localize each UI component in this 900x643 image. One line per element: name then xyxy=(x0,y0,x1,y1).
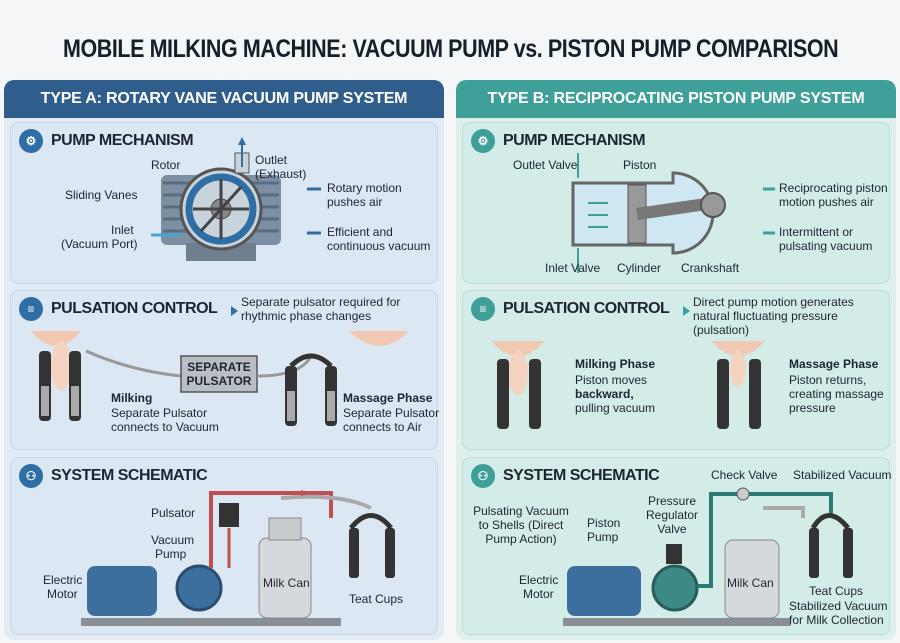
electric-motor-label-2: Motor xyxy=(47,587,78,601)
inlet-valve-label: Inlet Valve xyxy=(545,261,601,275)
pulsation-note-1: Separate pulsator required for xyxy=(241,295,401,309)
type-b-header: TYPE B: RECIPROCATING PISTON PUMP SYSTEM xyxy=(456,80,896,118)
milking-phase-label: Milking Phase xyxy=(575,357,656,371)
note-efficient-2: continuous vacuum xyxy=(327,239,431,253)
note-recip-1: Reciprocating piston xyxy=(779,181,888,195)
a-pulsation-section: ≡ PULSATION CONTROL Separate pulsator req… xyxy=(10,290,440,450)
electric-motor-label-1: Electric xyxy=(519,573,559,587)
b-pump-mechanism-section: ⚙ PUMP MECHANISM Outlet Valve Piston Inle… xyxy=(462,122,890,284)
phase-illustration xyxy=(491,306,765,429)
schematic-icon: ⚇ xyxy=(19,464,43,488)
cylinder-label: Cylinder xyxy=(617,261,662,275)
milking-desc-1: Separate Pulsator xyxy=(111,406,208,420)
piston-pump-illustration xyxy=(571,153,775,273)
note-rotary-1: Rotary motion xyxy=(327,181,402,195)
pulsator-box-label-2: PULSATOR xyxy=(186,374,252,388)
massage-desc-1: Separate Pulsator xyxy=(343,406,440,420)
milking-desc-1: Piston moves xyxy=(575,373,648,387)
massage-label: Massage Phase xyxy=(343,391,433,405)
note-efficient-1: Efficient and xyxy=(327,225,393,239)
a-schematic-section: ⚇ SYSTEM SCHEMATIC Pulsator Vacuum Pump E… xyxy=(10,457,438,635)
milking-desc-2: connects to Vacuum xyxy=(111,420,219,434)
pulsation-note: Separate pulsator required for rhythmic … xyxy=(241,295,435,323)
vacuum-pump-label-1: Vacuum xyxy=(151,533,195,547)
milking-label: Milking xyxy=(111,391,153,405)
sliding-vanes-label: Sliding Vanes xyxy=(65,188,138,202)
massage-desc-2: connects to Air xyxy=(343,420,422,434)
teat-cups-label: Teat Cups xyxy=(809,584,864,598)
pulsating-vacuum-label-1: Pulsating Vacuum xyxy=(473,504,569,518)
pulsator-box-label-1: SEPARATE xyxy=(187,360,251,374)
section-title: PUMP MECHANISM xyxy=(503,132,646,149)
note-intermittent-2: pulsating vacuum xyxy=(779,239,873,253)
section-title: PULSATION CONTROL xyxy=(503,300,670,317)
section-title: PUMP MECHANISM xyxy=(51,132,194,149)
pressure-regulator-label-2: Regulator xyxy=(645,508,699,522)
massage-phase-label: Massage Phase xyxy=(789,357,879,371)
section-title: SYSTEM SCHEMATIC xyxy=(503,467,660,484)
pulsation-note-2: rhythmic phase changes xyxy=(241,309,372,323)
rotary-vane-pump-illustration xyxy=(151,137,321,261)
check-valve-label: Check Valve xyxy=(711,468,778,482)
inlet-label: Inlet xyxy=(111,223,134,237)
pulsator-illustration xyxy=(31,306,409,426)
sliders-icon: ≡ xyxy=(19,297,43,321)
milk-can-label: Milk Can xyxy=(727,576,774,590)
crankshaft-label: Crankshaft xyxy=(681,261,740,275)
vacuum-port-label: (Vacuum Port) xyxy=(61,237,138,251)
massage-desc-2: creating massage xyxy=(789,387,884,401)
a-pump-mechanism-section: ⚙ PUMP MECHANISM Rotor Outlet (Exhaust) S… xyxy=(10,122,438,284)
exhaust-label: (Exhaust) xyxy=(255,167,307,181)
piston-label: Piston xyxy=(623,158,657,172)
a-schematic-illustration xyxy=(81,490,395,626)
b-schematic-section: ⚇ SYSTEM SCHEMATIC Check Valve Stabilized… xyxy=(462,457,892,635)
note-rotary-2: pushes air xyxy=(327,195,383,209)
section-title: SYSTEM SCHEMATIC xyxy=(51,467,208,484)
page-title: MOBILE MILKING MACHINE: VACUUM PUMP vs. … xyxy=(63,35,839,63)
pulsator-label: Pulsator xyxy=(151,506,196,520)
vacuum-pump-label-2: Pump xyxy=(155,547,187,561)
pulsating-vacuum-label-2: to Shells (Direct xyxy=(478,518,564,532)
pulsation-note-1: Direct pump motion generates xyxy=(693,295,854,309)
pressure-regulator-label-3: Valve xyxy=(657,522,687,536)
pulsating-vacuum-label-3: Pump Action) xyxy=(485,532,557,546)
milk-can-label: Milk Can xyxy=(263,576,310,590)
note-recip-2: motion pushes air xyxy=(779,195,874,209)
massage-desc-1: Piston returns, xyxy=(789,373,867,387)
gear-icon: ⚙ xyxy=(19,129,43,153)
stabilized-collection-label-2: for Milk Collection xyxy=(789,613,884,627)
electric-motor-label-1: Electric xyxy=(43,573,83,587)
b-schematic-illustration xyxy=(563,487,853,626)
b-pulsation-section: ≡ PULSATION CONTROL Direct pump motion ge… xyxy=(462,290,890,450)
gear-icon: ⚙ xyxy=(471,129,495,153)
outlet-label: Outlet xyxy=(255,153,288,167)
stabilized-collection-label-1: Stabilized Vacuum xyxy=(789,599,888,613)
electric-motor-label-2: Motor xyxy=(523,587,554,601)
milking-desc-2: backward, xyxy=(575,387,634,401)
piston-pump-label-1: Piston xyxy=(587,516,621,530)
type-a-panel: TYPE A: ROTARY VANE VACUUM PUMP SYSTEM ⚙… xyxy=(4,80,444,640)
teat-cups-label: Teat Cups xyxy=(349,592,404,606)
pulsation-note-2: natural fluctuating pressure (pulsation) xyxy=(693,309,838,337)
note-intermittent-1: Intermittent or xyxy=(779,225,854,239)
rotor-label: Rotor xyxy=(151,158,181,172)
massage-desc-3: pressure xyxy=(789,401,836,415)
type-a-header: TYPE A: ROTARY VANE VACUUM PUMP SYSTEM xyxy=(4,80,444,118)
pressure-regulator-label-1: Pressure xyxy=(647,494,697,508)
piston-pump-label-2: Pump xyxy=(587,530,619,544)
type-b-panel: TYPE B: RECIPROCATING PISTON PUMP SYSTEM… xyxy=(456,80,896,640)
outlet-valve-label: Outlet Valve xyxy=(513,158,578,172)
milking-desc-3: pulling vacuum xyxy=(575,401,656,415)
pulsation-note: Direct pump motion generates natural flu… xyxy=(693,295,887,337)
stabilized-vacuum-label: Stabilized Vacuum xyxy=(793,468,892,482)
section-title: PULSATION CONTROL xyxy=(51,300,218,317)
sliders-icon: ≡ xyxy=(471,297,495,321)
schematic-icon: ⚇ xyxy=(471,464,495,488)
